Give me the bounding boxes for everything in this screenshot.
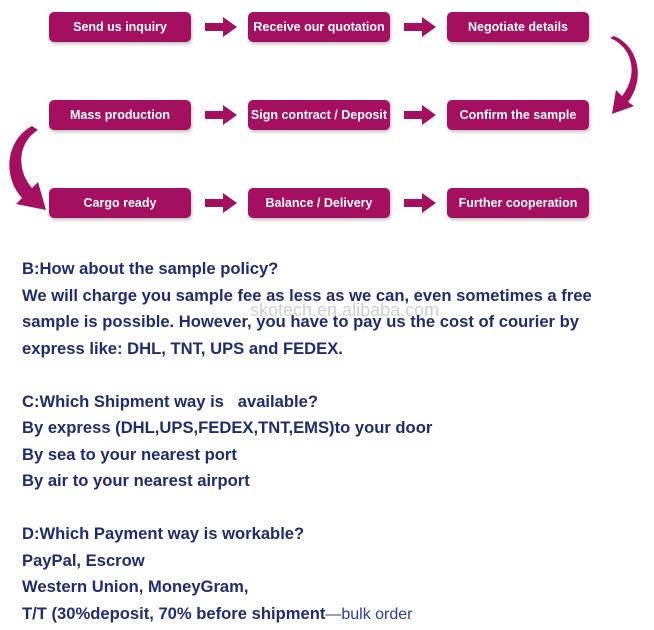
faq-question-d: D:Which Payment way is workable? [22,524,305,543]
right-arrow-icon [205,193,237,213]
faq-answer-b-line: sample is possible. However, you have to… [22,312,579,331]
bulk-order-note: —bulk order [325,605,413,623]
faq-answer-b-line: We will charge you sample fee as less as… [22,285,592,305]
faq-section: B:How about the sample policy? We will c… [22,256,642,628]
watermark: skotech.en.alibaba.com [250,300,440,320]
process-flowchart: Send us inquiry Receive our quotation Ne… [0,0,654,240]
faq-question-c: C:Which Shipment way is available? [22,391,318,411]
right-arrow-icon [404,105,436,125]
faq-answer-c-line: By air to your nearest airport [22,471,250,490]
curved-arrow-icon [9,126,47,210]
step-sign-contract: Sign contract / Deposit [248,100,390,130]
step-further-cooperation: Further cooperation [447,188,589,218]
right-arrow-icon [404,193,436,213]
step-balance-delivery: Balance / Delivery [248,188,390,218]
step-cargo-ready: Cargo ready [49,188,191,218]
step-confirm-sample: Confirm the sample [447,100,589,130]
faq-answer-d-line: PayPal, Escrow [22,550,145,570]
step-mass-production: Mass production [49,100,191,130]
right-arrow-icon [205,17,237,37]
step-receive-quotation: Receive our quotation [248,12,390,42]
step-send-inquiry: Send us inquiry [49,12,191,42]
faq-answer-d-text: T/T (30%deposit, 70% before shipment [22,603,326,623]
faq-answer-d-line: T/T (30%deposit, 70% before shipment—bul… [22,601,642,629]
faq-answer-d-line: Western Union, MoneyGram, [22,577,249,596]
faq-answer-c-line: By sea to your nearest port [22,444,237,464]
faq-answer-b-line: express like: DHL, TNT, UPS and FEDEX. [22,338,343,358]
right-arrow-icon [205,105,237,125]
right-arrow-icon [404,17,436,37]
step-negotiate-details: Negotiate details [447,12,589,42]
faq-answer-c-line: By express (DHL,UPS,FEDEX,TNT,EMS)to you… [22,418,433,437]
faq-question-b: B:How about the sample policy? [22,259,279,278]
curved-arrow-icon [610,36,638,114]
